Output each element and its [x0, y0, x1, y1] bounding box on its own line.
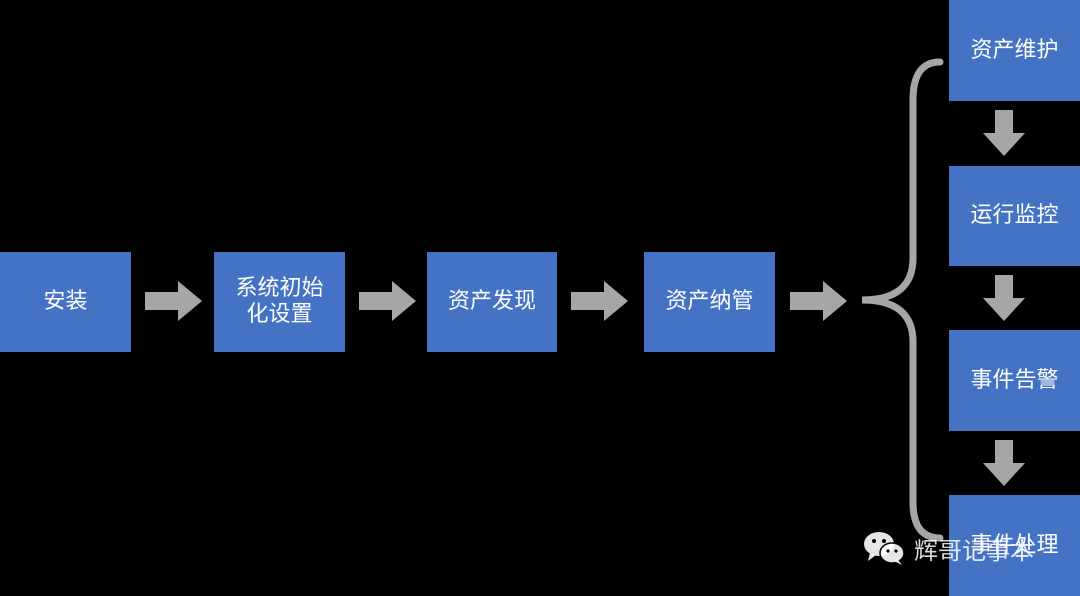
- box-event-alert: 事件告警: [949, 330, 1080, 431]
- box-asset-maintenance: 资产维护: [949, 0, 1080, 101]
- box-system-init-label: 系统初始 化设置: [235, 276, 324, 327]
- arrow-maintain-to-monitor: [983, 110, 1025, 156]
- box-install: 安装: [0, 252, 131, 352]
- watermark: 辉哥记事本: [862, 528, 1034, 568]
- box-asset-discovery-label: 资产发现: [447, 289, 536, 314]
- box-runtime-monitoring: 运行监控: [949, 166, 1080, 266]
- box-install-label: 安装: [43, 289, 88, 314]
- arrow-install-to-init: [145, 281, 202, 321]
- box-asset-discovery: 资产发现: [427, 252, 557, 352]
- box-asset-management-label: 资产纳管: [665, 289, 754, 314]
- box-system-init: 系统初始 化设置: [214, 252, 345, 352]
- arrow-manage-to-brace: [790, 281, 847, 321]
- box-asset-maintenance-label: 资产维护: [970, 37, 1059, 63]
- box-asset-management: 资产纳管: [644, 252, 775, 352]
- box-runtime-monitoring-label: 运行监控: [970, 203, 1059, 228]
- arrow-alert-to-handle: [983, 440, 1025, 486]
- arrow-discover-to-manage: [571, 281, 628, 321]
- curly-brace: [861, 58, 944, 542]
- box-event-handling: 事件处理: [949, 495, 1080, 596]
- box-event-handling-label: 事件处理: [970, 532, 1059, 558]
- arrow-init-to-discover: [359, 281, 416, 321]
- wechat-icon: [864, 532, 905, 565]
- arrow-monitor-to-alert: [983, 275, 1025, 321]
- watermark-text: 辉哥记事本: [914, 536, 1034, 565]
- box-event-alert-label: 事件告警: [970, 367, 1059, 393]
